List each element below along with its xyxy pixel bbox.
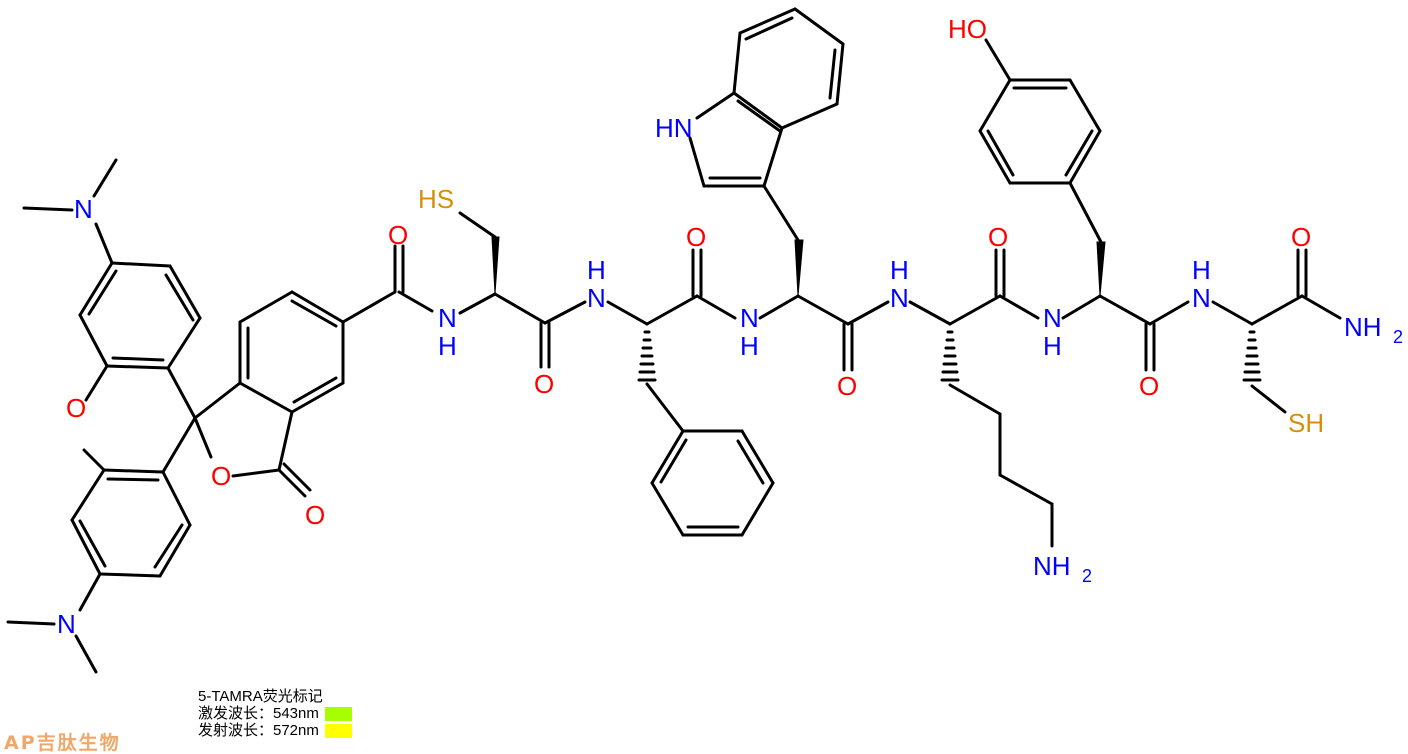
fluorescence-legend: 5-TAMRA荧光标记 激发波长：543nm 发射波长：572nm xyxy=(198,688,352,739)
hydrogen-label: H xyxy=(438,331,457,361)
thiol-label: HS xyxy=(418,184,454,214)
tamra-lower-ring xyxy=(6,366,197,674)
tyr-residue xyxy=(978,38,1190,372)
oxygen-label: O xyxy=(305,500,325,530)
excitation-swatch xyxy=(324,706,352,721)
emission-swatch xyxy=(324,723,352,738)
amine-subscript: 2 xyxy=(1082,566,1092,586)
oxygen-label: O xyxy=(686,222,706,252)
legend-excitation: 激发波长：543nm xyxy=(198,705,352,722)
excitation-label: 激发波长：543nm xyxy=(198,705,319,722)
nitrogen-label: N xyxy=(1043,303,1062,333)
amide-nh2-label: NH xyxy=(1344,312,1382,342)
thiol-label: SH xyxy=(1288,408,1324,438)
legend-emission: 发射波长：572nm xyxy=(198,722,352,739)
oxygen-label: O xyxy=(211,461,231,491)
hashed-wedge xyxy=(637,330,657,382)
amide-subscript: 2 xyxy=(1393,327,1403,347)
nitrogen-label: N xyxy=(1192,283,1211,313)
indole-nh-label: HN xyxy=(655,113,693,143)
hydrogen-label: H xyxy=(890,255,909,285)
phe-residue xyxy=(606,248,775,537)
hashed-wedge xyxy=(940,330,960,382)
nitrogen-label: N xyxy=(438,303,457,333)
hydrogen-label: H xyxy=(740,331,759,361)
emission-label: 发射波长：572nm xyxy=(198,722,319,739)
lys-residue xyxy=(908,248,1054,548)
hydroxyl-label: HO xyxy=(948,14,987,44)
brand-watermark: AP吉肽生物 xyxy=(4,732,121,754)
oxygen-label: O xyxy=(534,369,554,399)
hydrogen-label: H xyxy=(587,255,606,285)
tamra-upper-ring xyxy=(22,158,202,402)
trp-residue xyxy=(688,7,890,372)
nitrogen-label: N xyxy=(890,283,909,313)
nitrogen-label: N xyxy=(587,283,606,313)
legend-title: 5-TAMRA荧光标记 xyxy=(198,688,323,705)
amine-label: NH xyxy=(1033,551,1071,581)
oxygen-label: O xyxy=(837,371,857,401)
hydrogen-label: H xyxy=(1192,255,1211,285)
atom-labels: N O N O O O N H HS O N H O HN N H O N H … xyxy=(57,14,1403,639)
cys2-residue xyxy=(1211,248,1342,414)
nitrogen-label: N xyxy=(740,303,759,333)
hydrogen-label: H xyxy=(1043,331,1062,361)
nitrogen-label: N xyxy=(57,609,76,639)
cys1-residue xyxy=(458,211,587,369)
oxygen-label: O xyxy=(388,220,408,250)
oxygen-label: O xyxy=(1291,222,1311,252)
nitrogen-label: N xyxy=(74,194,93,224)
oxygen-label: O xyxy=(988,222,1008,252)
oxygen-label: O xyxy=(1139,371,1159,401)
oxygen-label: O xyxy=(66,393,86,423)
tamra-lactone-ring xyxy=(193,244,434,498)
hashed-wedge xyxy=(1242,330,1262,382)
